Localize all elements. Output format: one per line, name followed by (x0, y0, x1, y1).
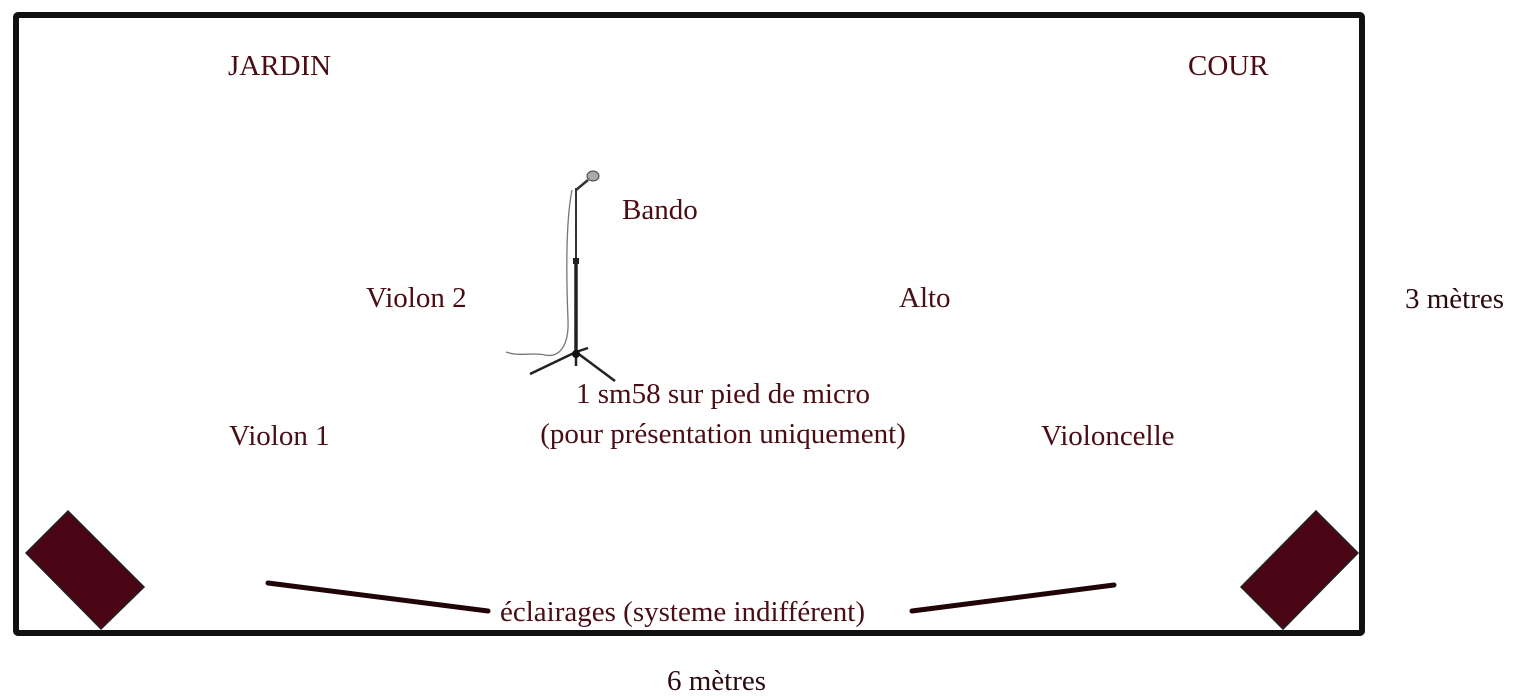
performer-violin-2: Violon 2 (366, 282, 467, 314)
stage-left-label: JARDIN (228, 50, 332, 82)
performer-violin-1: Violon 1 (229, 420, 330, 452)
stage-width-label: 6 mètres (667, 665, 767, 697)
stage-right-label: COUR (1188, 50, 1269, 82)
light-fixture-icon (1239, 509, 1360, 631)
lighting-bar-left (265, 580, 491, 614)
performer-alto: Alto (899, 282, 951, 314)
microphone-caption: 1 sm58 sur pied de micro (pour présentat… (505, 374, 941, 454)
light-fixture-icon (24, 509, 146, 631)
lighting-label: éclairages (systeme indifférent) (498, 596, 868, 628)
stage-outline (13, 12, 1365, 636)
microphone-stand-icon (505, 170, 616, 383)
microphone-caption-line-2: (pour présentation uniquement) (540, 418, 906, 450)
lighting-bar-right (909, 582, 1117, 614)
performer-bando: Bando (622, 194, 698, 226)
performer-cello: Violoncelle (1041, 420, 1175, 452)
stage-depth-label: 3 mètres (1405, 283, 1505, 315)
microphone-caption-line-1: 1 sm58 sur pied de micro (576, 378, 870, 410)
